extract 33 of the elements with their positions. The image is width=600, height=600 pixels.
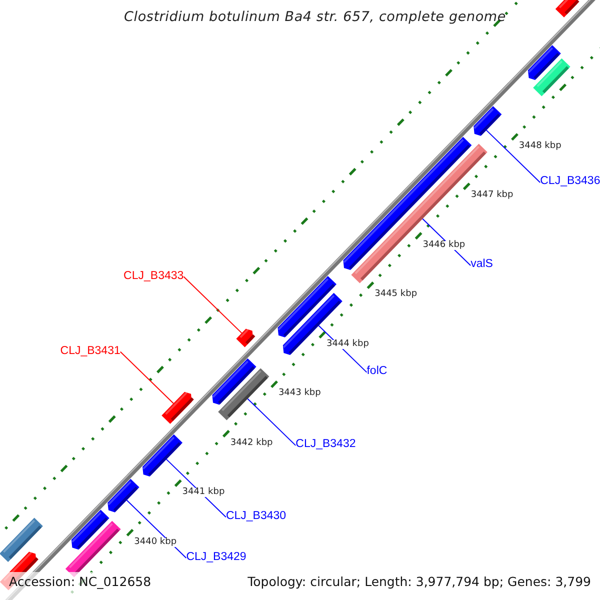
gene-feature — [555, 0, 580, 18]
scale-label: 3440 kbp — [134, 538, 177, 547]
gene-label: valS — [470, 259, 493, 271]
leader-line — [486, 130, 541, 183]
leader-line — [183, 276, 242, 334]
gene-label: CLJ_B3436 — [540, 176, 600, 188]
gene-feature — [162, 392, 194, 424]
gene-label: CLJ_B3432 — [296, 439, 356, 451]
gene-label: folC — [366, 366, 388, 378]
genome-info-text: Topology: circular; Length: 3,977,794 bp; Genes: 3,799 — [248, 576, 591, 588]
leader-line — [247, 398, 296, 446]
gene-label: CLJ_B3431 — [60, 346, 120, 358]
gene-label: CLJ_B3433 — [124, 270, 184, 282]
accession-text: Accession: NC_012658 — [9, 576, 152, 588]
scale-label: 3441 kbp — [182, 488, 225, 498]
gene-feature — [142, 434, 182, 476]
gene-label: CLJ_B3429 — [186, 552, 246, 564]
scale-label: 3442 kbp — [230, 438, 273, 448]
gene-feature — [533, 58, 570, 96]
gene-feature — [236, 328, 256, 348]
scale-label: 3445 kbp — [374, 290, 418, 300]
scale-label: 3447 kbp — [470, 191, 514, 200]
genome-title: Clostridium botulinum Ba4 str. 657, complete genome — [123, 11, 507, 24]
scale-label: 3448 kbp — [518, 142, 562, 151]
leader-line — [120, 351, 174, 404]
gene-feature — [343, 136, 472, 270]
gene-feature — [212, 358, 256, 405]
gene-label: CLJ_B3430 — [226, 511, 286, 523]
gene-feature — [108, 478, 140, 512]
scale-label: 3443 kbp — [278, 389, 321, 398]
gene-feature — [474, 106, 502, 136]
scale-label: 3446 kbp — [422, 240, 466, 250]
scale-label: 3444 kbp — [326, 340, 369, 349]
